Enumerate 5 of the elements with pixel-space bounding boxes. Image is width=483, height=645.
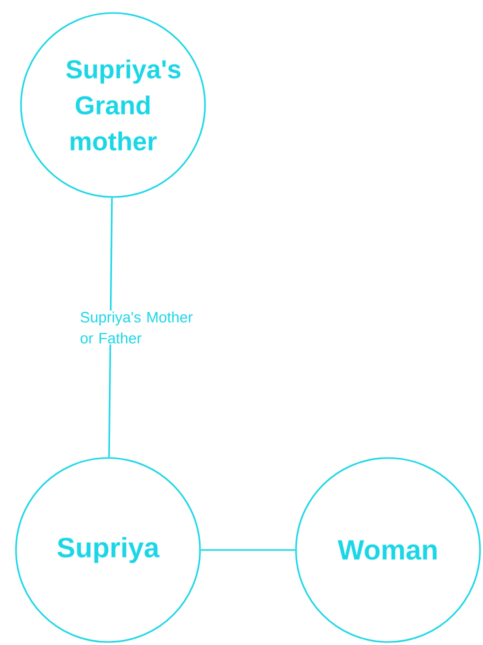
connector-line xyxy=(200,549,296,551)
circle-node: Supriya's Grand mother xyxy=(20,12,206,198)
circle-node: Woman xyxy=(295,457,481,643)
edge-label: Supriya's Mother or Father xyxy=(79,310,206,344)
circle-node: Supriya xyxy=(15,457,201,643)
